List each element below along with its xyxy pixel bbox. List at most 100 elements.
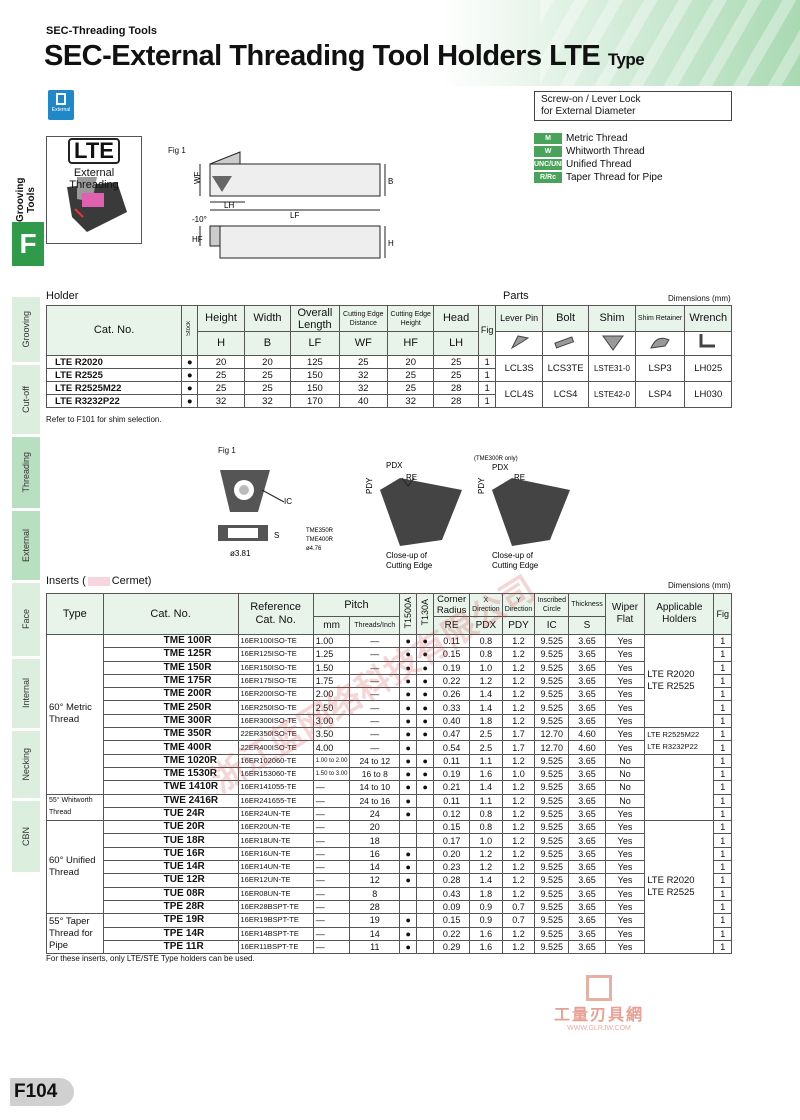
insert-cell: ●	[399, 727, 418, 742]
insert-cell: 4.60	[568, 740, 606, 755]
insert-cell: 0.9	[469, 913, 503, 928]
insert-cell: ●	[399, 860, 418, 875]
applicable-holders-cell: LTE R2020 LTE R2525	[644, 820, 715, 955]
th-stock: Stock	[186, 321, 193, 337]
insert-cell: 3.65	[568, 633, 606, 649]
dim-angle: -10°	[192, 215, 207, 224]
sidebar-tab-internal[interactable]: Internal	[12, 658, 40, 728]
insert-cell: 3.65	[568, 647, 606, 662]
insert-cell: Yes	[604, 873, 646, 888]
insert-cell: ●	[416, 780, 435, 795]
title-suffix: Type	[607, 50, 645, 69]
insert-fig-cell: 1	[713, 660, 732, 675]
holder-cell-fig: 1	[477, 368, 497, 382]
series-label: SEC-Threading Tools	[46, 25, 158, 37]
insert-cell: Yes	[604, 899, 646, 915]
shim-retainer-icon	[634, 331, 686, 356]
sidebar-tab-grooving[interactable]: Grooving	[12, 296, 40, 362]
insert-cell: 1.2	[501, 673, 536, 689]
insert-cell: No	[604, 766, 646, 782]
holder-cell-lh: 25	[433, 355, 479, 369]
closeup-label-1: Close-up of	[386, 551, 428, 560]
insert-cell: 24 to 12	[349, 753, 401, 768]
insert-cell: 0.54	[433, 740, 471, 755]
dim-b: B	[388, 177, 393, 186]
insert-cell: 9.525	[534, 833, 570, 848]
insert-alt3: ø4.76	[306, 546, 322, 552]
insert-cell: Yes	[604, 673, 646, 689]
insert-fig-cell: 1	[713, 860, 732, 875]
insert-type-cell: 55° Whitworth Thread	[46, 793, 104, 822]
insert-cell: 3.65	[568, 833, 606, 848]
insert-cell: —	[349, 740, 401, 755]
insert-cell: 9.525	[534, 846, 570, 862]
holder-section-label: Holder	[46, 290, 79, 302]
closeup-pdy: PDY	[365, 477, 374, 494]
holder-cell-stock: ●	[181, 394, 199, 408]
insert-cell: 14	[349, 860, 401, 875]
insert-cell: 3.65	[568, 913, 606, 928]
insert-cell	[416, 740, 435, 755]
insert-cell: 9.525	[534, 713, 570, 729]
logo-icon	[586, 975, 612, 1001]
insert-cell: 0.11	[433, 753, 471, 768]
section-f-tab[interactable]: F	[12, 222, 44, 266]
insert-fig-cell: 1	[713, 713, 732, 729]
ith-t1500: T1500A	[403, 596, 414, 629]
insert-cell: 3.65	[568, 687, 606, 702]
insert-fig-cell: 1	[713, 780, 732, 795]
insert-cell: 1.2	[501, 780, 536, 795]
holder-cell-b: 20	[243, 355, 292, 369]
holder-table: Cat. No. Stock Height Width Overall Leng…	[45, 305, 732, 408]
insert-cell: 1.25	[312, 647, 351, 662]
insert-cell: Yes	[604, 713, 646, 729]
insert-cell: 3.65	[568, 846, 606, 862]
insert-cell: 24	[349, 806, 401, 822]
insert-fig-cell: 1	[713, 833, 732, 848]
sidebar-tab-face[interactable]: Face	[12, 582, 40, 656]
ith-wiper: Wiper Flat	[604, 593, 646, 635]
sidebar-tab-threading[interactable]: Threading	[12, 436, 40, 508]
inserts-section-label: Inserts (Cermet)	[46, 575, 152, 587]
insert-cell: TUE 12R	[102, 873, 239, 888]
insert-cell: 19	[349, 913, 401, 928]
insert-cell: 9.525	[534, 793, 570, 808]
fig1-insert-label: Fig 1	[218, 446, 236, 455]
th-overall: Overall Length	[290, 305, 340, 332]
holder-cell-lf: 170	[290, 394, 340, 408]
desc-line2: for External Diameter	[541, 106, 636, 117]
thread-label: Taper Thread for Pipe	[566, 172, 663, 183]
insert-cell: 0.8	[469, 806, 503, 822]
insert-cell: 1.0	[501, 766, 536, 782]
insert-cell: 1.2	[501, 660, 536, 675]
holder-cell-fig: 1	[477, 394, 497, 408]
insert-cell: 1.6	[469, 926, 503, 941]
sidebar-tab-necking[interactable]: Necking	[12, 730, 40, 798]
insert-cell: 4.60	[568, 727, 606, 742]
insert-cell: 28	[349, 899, 401, 915]
insert-cell: 0.8	[469, 647, 503, 662]
insert-cell: 9.525	[534, 913, 570, 928]
insert-cell: 1.2	[501, 860, 536, 875]
insert-cell: 14	[349, 926, 401, 941]
sidebar-tab-external[interactable]: External	[12, 510, 40, 580]
insert-cell: TPE 14R	[102, 926, 239, 941]
sidebar-tab-cbn[interactable]: CBN	[12, 800, 40, 872]
insert-cell: —	[312, 913, 351, 928]
insert-cell: —	[312, 873, 351, 888]
insert-cell: Yes	[604, 740, 646, 755]
insert-fig-cell: 1	[713, 886, 732, 901]
insert-cell: 9.525	[534, 633, 570, 649]
inserts-table: Type Cat. No. Reference Cat. No. Pitch T…	[46, 593, 732, 955]
ith-ydir: Y Direction	[501, 593, 536, 617]
logo-text: 工量刃具網	[553, 1007, 644, 1024]
insert-cell: 0.33	[433, 700, 471, 715]
sidebar-tab-cut-off[interactable]: Cut-off	[12, 364, 40, 434]
insert-cell	[399, 899, 418, 915]
insert-cell: 9.525	[534, 687, 570, 702]
